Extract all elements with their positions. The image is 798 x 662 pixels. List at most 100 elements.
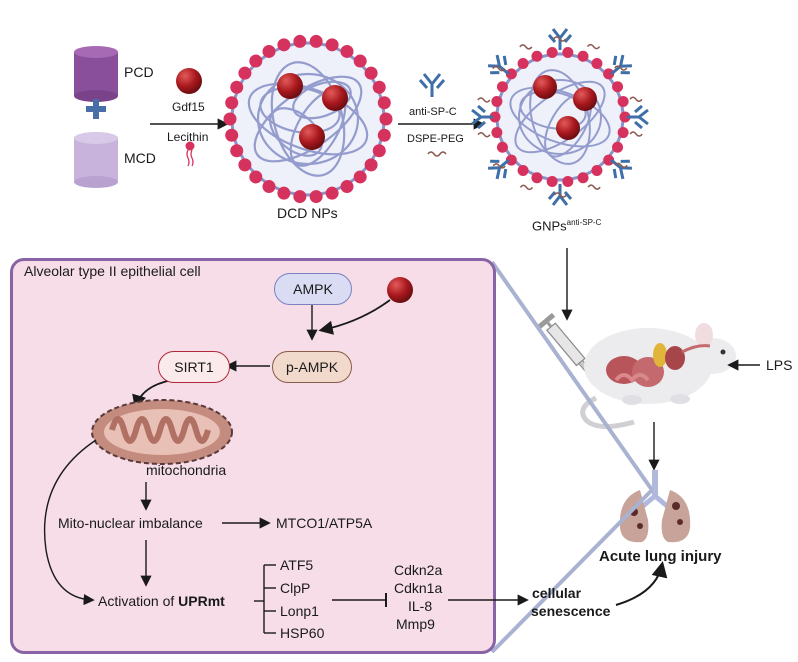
antibody-icon (471, 104, 493, 130)
antibody-icon (488, 158, 510, 180)
mitochondria-label: mitochondria (146, 462, 227, 478)
lipid-bead (617, 95, 629, 107)
marker-mmp9: Mmp9 (396, 616, 435, 632)
lipid-bead (309, 190, 323, 204)
zoom-line-top (490, 260, 654, 492)
lipid-bead (277, 38, 291, 52)
lipid-bead (612, 81, 624, 93)
gnps-nanoparticle-icon (495, 52, 625, 182)
senescence-label-1: cellular (532, 585, 582, 601)
gnps-label: GNPsanti-SP-C (532, 218, 602, 234)
acute-lung-injury-label: Acute lung injury (599, 548, 722, 565)
lipid-bead (517, 58, 529, 70)
peg-chain-icon (477, 97, 491, 103)
lipid-bead (617, 127, 629, 139)
lipid-bead (377, 96, 391, 110)
mitochondria-icon (91, 399, 233, 465)
lipid-bead (277, 186, 291, 200)
lipid-bead (225, 128, 239, 142)
lipid-bead (364, 66, 378, 80)
lipid-bead (230, 80, 244, 94)
zoom-line-bottom (490, 488, 654, 654)
anti-spc-label: anti-SP-C (409, 106, 457, 118)
lipid-bead (249, 170, 263, 184)
lipid-bead (293, 34, 307, 48)
lipid-bead (505, 154, 517, 166)
lipid-bead (372, 80, 386, 94)
lipid-bead (230, 144, 244, 158)
lecithin-label: Lecithin (167, 130, 209, 144)
antibody-icon (547, 28, 573, 50)
arrow-to-ali (615, 561, 668, 606)
gene-hsp60: HSP60 (280, 625, 325, 641)
peg-chain-icon (587, 184, 601, 190)
sirt1-node: SIRT1 (158, 351, 230, 383)
mouse-icon (580, 323, 736, 429)
lipid-bead (225, 96, 239, 110)
mito-nuclear-imbalance-label: Mito-nuclear imbalance (58, 515, 203, 531)
peg-chain-icon (477, 131, 491, 138)
lipid-bead (325, 186, 339, 200)
lipid-bead (562, 176, 574, 188)
lipid-bead (379, 112, 393, 126)
lipid-bead (577, 50, 589, 62)
uprmt-label: UPRmt (178, 593, 225, 609)
marker-il8: IL-8 (408, 598, 433, 614)
lipid-bead (340, 180, 354, 194)
peg-chain-icon (427, 151, 447, 157)
lipid-bead (340, 44, 354, 58)
peg-chain-icon (614, 162, 628, 169)
lps-label: LPS (766, 357, 793, 373)
lipid-bead (489, 111, 501, 123)
mtco-atp5a-label: MTCO1/ATP5A (276, 515, 373, 531)
dspe-peg-label: DSPE-PEG (407, 133, 464, 145)
mcd-label: MCD (124, 150, 156, 166)
peg-chain-icon (492, 163, 506, 169)
lipid-bead (249, 54, 263, 68)
senescence-label-2: senescence (531, 603, 611, 619)
lipid-bead (591, 164, 603, 176)
pampk-node: p-AMPK (272, 351, 352, 383)
lipid-bead (325, 38, 339, 52)
peg-chain-icon (519, 184, 534, 191)
peg-chain-icon (553, 192, 567, 198)
peg-chain-icon (629, 96, 643, 103)
activation-uprmt-label: Activation of UPRmt (98, 593, 225, 609)
plus-icon (86, 99, 106, 119)
gdf15-label: Gdf15 (172, 100, 205, 114)
peg-chain-icon (629, 131, 643, 137)
lipid-bead (577, 172, 589, 184)
dcd-nps-label: DCD NPs (277, 205, 338, 221)
gnps-superscript: anti-SP-C (566, 218, 602, 227)
lipid-bead (372, 144, 386, 158)
cell-title: Alveolar type II epithelial cell (24, 263, 201, 279)
gene-lonp1: Lonp1 (280, 603, 319, 619)
arrow-mito-to-activation (43, 439, 97, 606)
lipid-bead (364, 158, 378, 172)
marker-cdkn1a: Cdkn1a (394, 580, 443, 596)
lipid-bead (353, 54, 367, 68)
peg-chain-icon (586, 43, 601, 50)
lipid-bead (591, 58, 603, 70)
lipid-bead (223, 112, 237, 126)
pcd-cylinder-icon (74, 46, 118, 102)
antibody-icon (627, 104, 649, 130)
peg-chain-icon (553, 36, 567, 42)
lipid-bead (293, 190, 307, 204)
peg-chain-icon (492, 65, 506, 72)
lipid-bead (619, 111, 631, 123)
lecithin-lipid-icon (185, 141, 195, 167)
lipid-bead (496, 81, 508, 93)
gnps-antibodies (471, 28, 649, 206)
antibody-icon (547, 184, 573, 206)
dcd-lipid-shell (223, 34, 393, 204)
lipid-bead (546, 46, 558, 58)
gdf15-nanoparticle-icon (387, 277, 413, 303)
gene-clpp: ClpP (280, 580, 311, 596)
lipid-bead (262, 44, 276, 58)
lipid-bead (377, 128, 391, 142)
lipid-bead (491, 95, 503, 107)
gene-atf5: ATF5 (280, 557, 314, 573)
pcd-label: PCD (124, 64, 154, 80)
